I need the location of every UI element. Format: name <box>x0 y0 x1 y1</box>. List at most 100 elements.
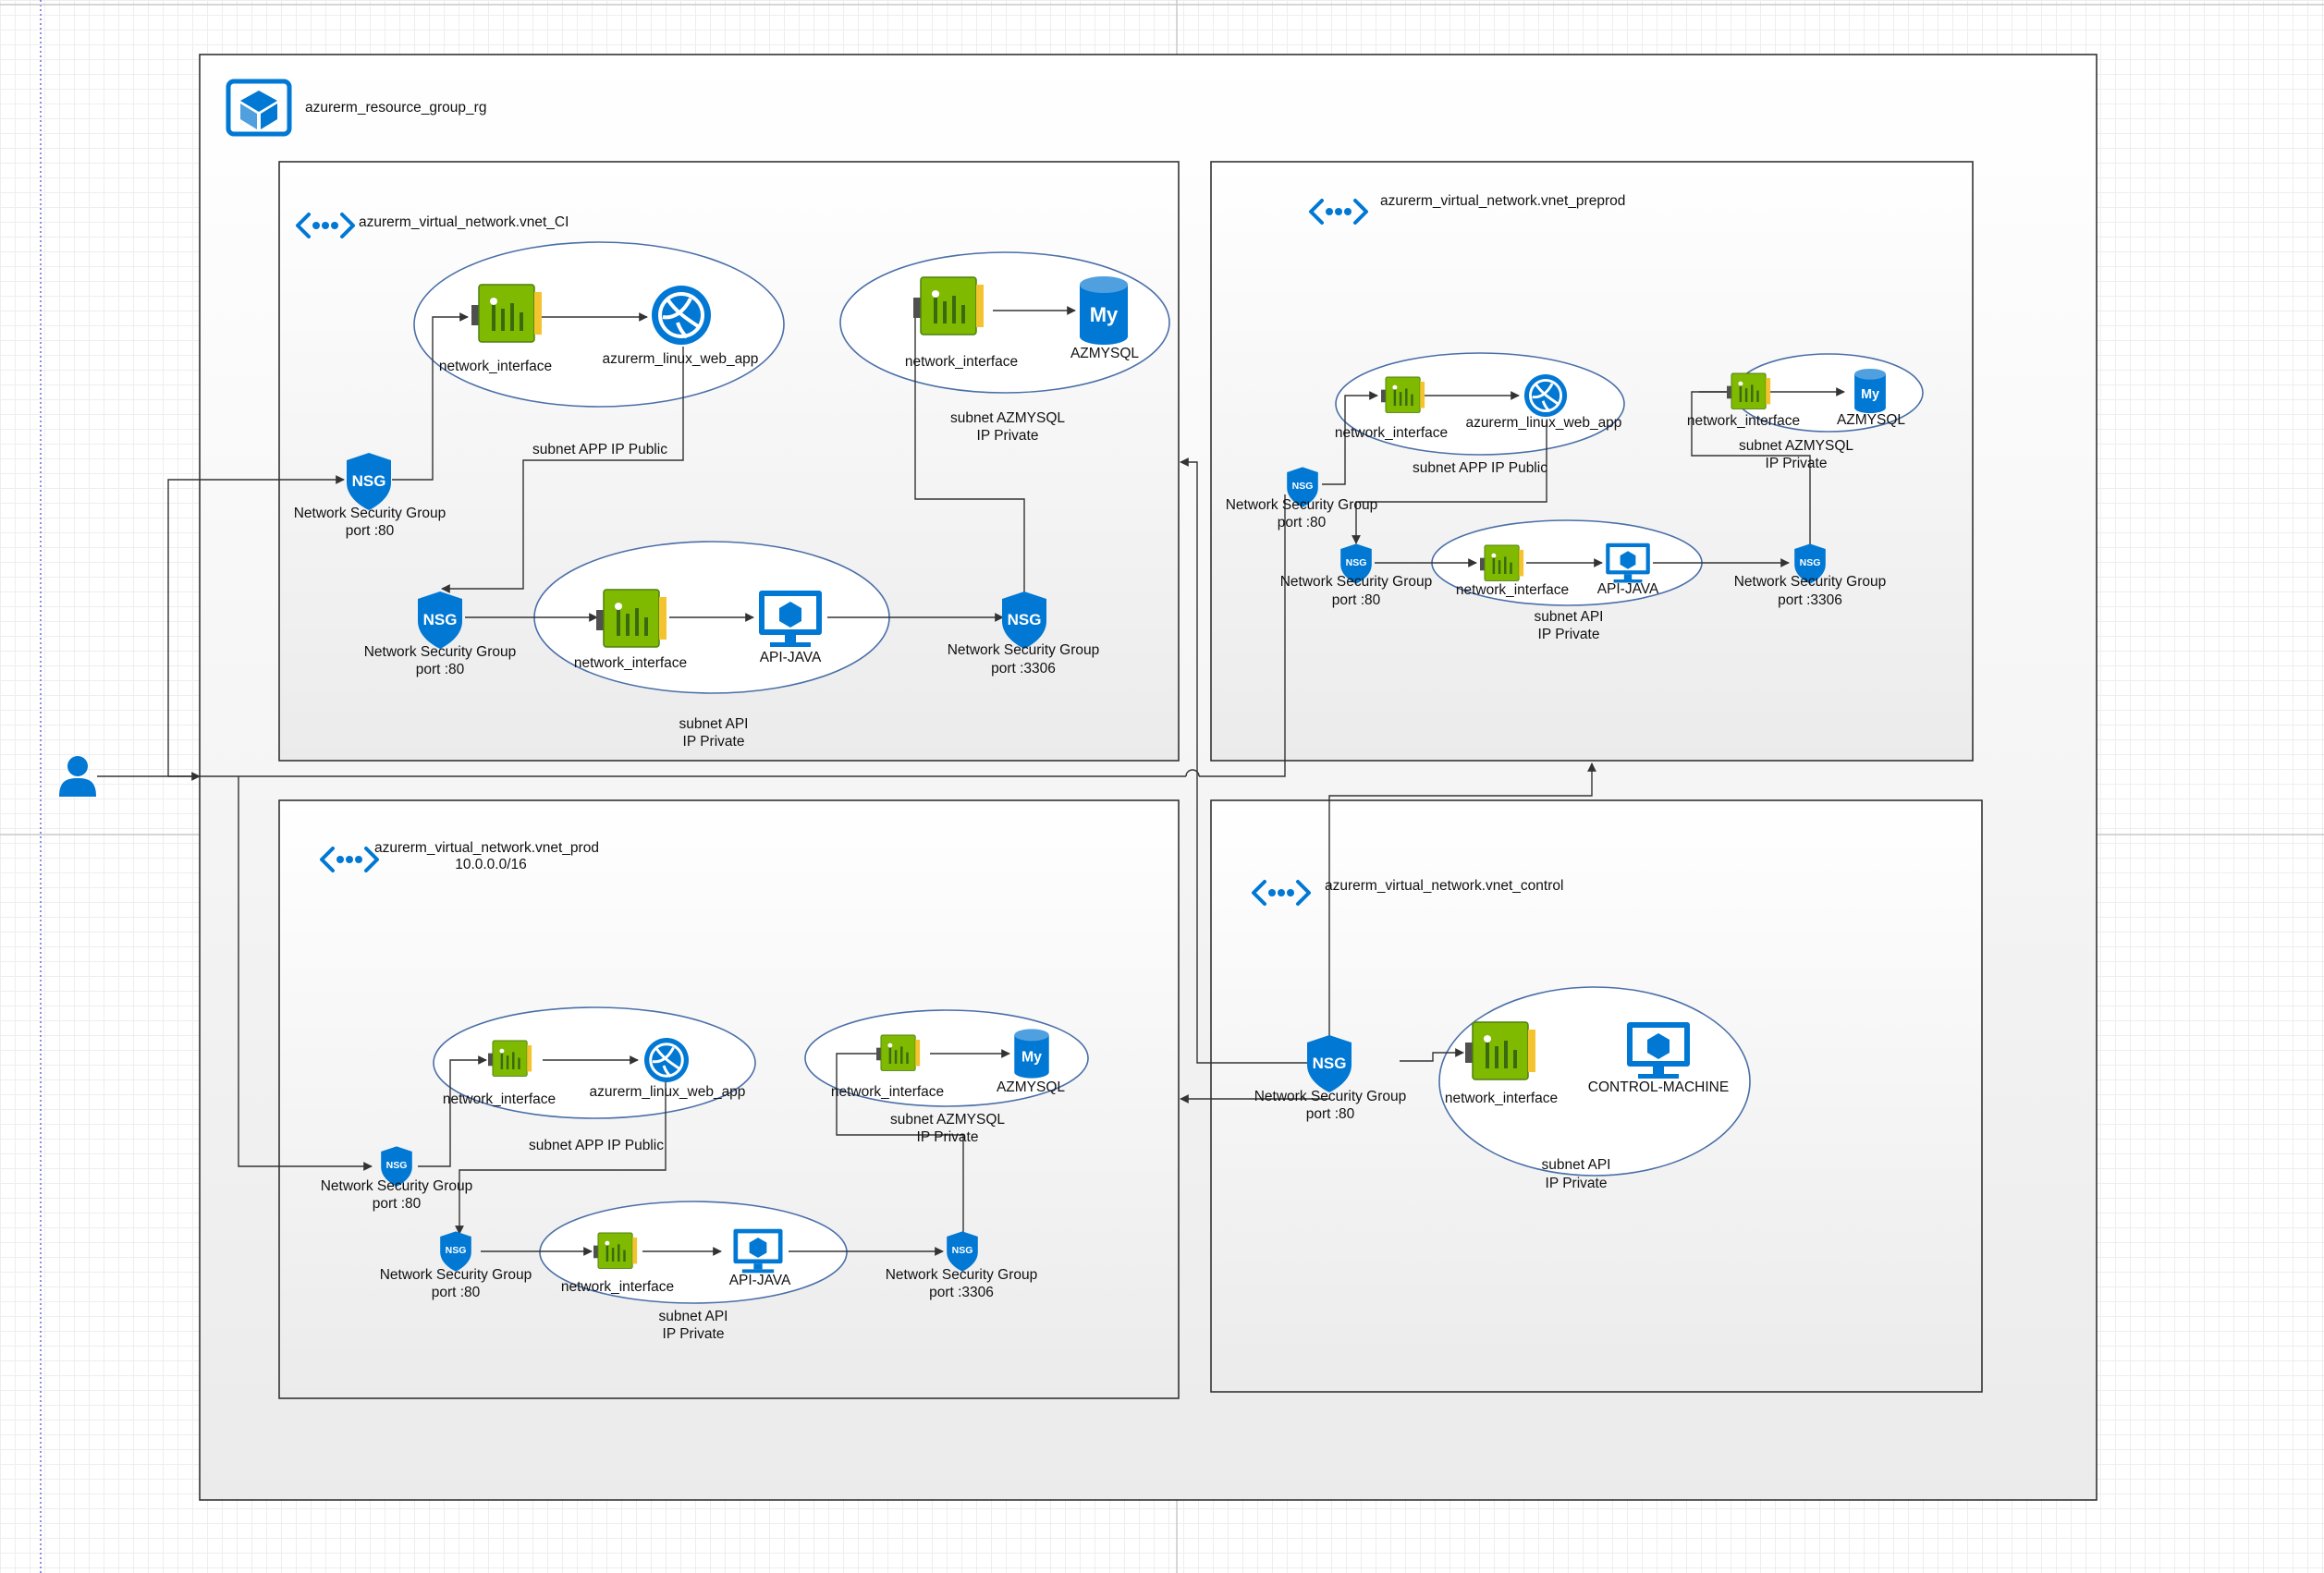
vnet-icon <box>1309 199 1368 225</box>
nsg-label: Network Security Group <box>364 644 517 660</box>
nsg-shield-icon[interactable]: NSG <box>947 1231 978 1272</box>
vnet-icon <box>1252 880 1311 906</box>
vnet-control-box[interactable] <box>1210 799 1983 1393</box>
subnet-ip-label: IP Private <box>917 1129 979 1145</box>
nic-label: network_interface <box>1335 425 1448 441</box>
nsg-badge: NSG <box>1313 1055 1347 1072</box>
nsg-shield-icon[interactable]: NSG <box>1287 467 1318 507</box>
nsg-shield-icon[interactable]: NSG <box>440 1231 471 1272</box>
virtual-machine-icon[interactable] <box>1627 1022 1690 1079</box>
nsg-shield-icon[interactable]: NSG <box>381 1146 412 1187</box>
mysql-badge: My <box>1861 387 1879 402</box>
mysql-label: AZMYSQL <box>997 1079 1065 1095</box>
web-app-label: azurerm_linux_web_app <box>590 1084 746 1100</box>
subnet-ip-label: IP Private <box>977 428 1039 444</box>
subnet-label: subnet APP IP Public <box>532 442 667 457</box>
nsg-badge: NSG <box>386 1160 408 1171</box>
subnet-label: subnet AZMYSQL <box>950 410 1065 426</box>
nsg-port-label: port :3306 <box>1778 592 1842 608</box>
nsg-shield-icon[interactable]: NSG <box>1307 1035 1352 1092</box>
nic-label: network_interface <box>443 1091 556 1107</box>
subnet-ip-label: IP Private <box>1766 456 1828 471</box>
vnet-ci-label: azurerm_virtual_network.vnet_CI <box>359 214 569 230</box>
nic-label: network_interface <box>905 354 1018 370</box>
mysql-database-icon[interactable]: My <box>1014 1029 1049 1079</box>
virtual-machine-icon[interactable] <box>759 591 822 647</box>
nic-label: network_interface <box>1687 413 1800 429</box>
nsg-label: Network Security Group <box>948 642 1100 658</box>
web-app-label: azurerm_linux_web_app <box>1466 415 1622 431</box>
network-interface-icon[interactable] <box>1727 372 1771 409</box>
nsg-badge: NSG <box>1346 557 1367 568</box>
nsg-label: Network Security Group <box>294 506 446 521</box>
web-app-icon[interactable] <box>652 286 711 345</box>
network-interface-icon[interactable] <box>488 1040 532 1077</box>
nsg-port-label: port :80 <box>1332 592 1381 608</box>
nsg-label: Network Security Group <box>1280 574 1433 590</box>
web-app-icon[interactable] <box>644 1038 689 1082</box>
subnet-label: subnet APP IP Public <box>529 1138 664 1153</box>
subnet-label: subnet AZMYSQL <box>1739 438 1853 454</box>
control-machine-label: CONTROL-MACHINE <box>1588 1079 1729 1095</box>
nsg-shield-icon[interactable]: NSG <box>1002 591 1046 649</box>
subnet-ip-label: IP Private <box>663 1326 725 1342</box>
nsg-port-label: port :3306 <box>991 661 1056 677</box>
network-interface-icon[interactable] <box>1381 376 1425 413</box>
nsg-badge: NSG <box>446 1245 467 1256</box>
mysql-badge: My <box>1090 303 1119 326</box>
network-interface-icon[interactable] <box>596 589 667 648</box>
web-app-icon[interactable] <box>1523 373 1568 418</box>
nsg-port-label: port :80 <box>1278 515 1327 530</box>
resource-group-icon <box>226 79 292 137</box>
resource-group-label: azurerm_resource_group_rg <box>305 100 486 116</box>
api-java-label: API-JAVA <box>729 1273 791 1288</box>
nsg-badge: NSG <box>352 472 386 490</box>
subnet-label: subnet API <box>1542 1157 1611 1173</box>
nsg-port-label: port :3306 <box>929 1285 994 1300</box>
nsg-shield-icon[interactable]: NSG <box>1794 543 1826 584</box>
subnet-app-prod-ellipse[interactable] <box>433 1006 756 1119</box>
network-interface-icon[interactable] <box>1480 544 1524 581</box>
nsg-label: Network Security Group <box>321 1178 473 1194</box>
api-java-label: API-JAVA <box>1597 581 1659 597</box>
network-interface-icon[interactable] <box>876 1034 921 1071</box>
subnet-ip-label: IP Private <box>683 734 745 750</box>
nsg-badge: NSG <box>1292 481 1314 492</box>
mysql-label: AZMYSQL <box>1837 412 1905 428</box>
network-interface-icon[interactable] <box>913 276 984 335</box>
subnet-label: subnet API <box>679 716 749 732</box>
network-interface-icon[interactable] <box>471 284 542 343</box>
subnet-api-prod-ellipse[interactable] <box>539 1201 848 1304</box>
nsg-shield-icon[interactable]: NSG <box>1340 543 1372 584</box>
subnet-app-ci-ellipse[interactable] <box>413 241 785 408</box>
nsg-port-label: port :80 <box>416 662 465 677</box>
mysql-label: AZMYSQL <box>1070 346 1139 361</box>
subnet-ip-label: IP Private <box>1538 627 1600 642</box>
mysql-badge: My <box>1021 1050 1042 1066</box>
nsg-label: Network Security Group <box>1226 497 1378 513</box>
subnet-label: subnet AZMYSQL <box>890 1112 1005 1128</box>
virtual-machine-icon[interactable] <box>733 1228 783 1274</box>
nsg-badge: NSG <box>1008 611 1042 628</box>
nic-label: network_interface <box>831 1084 944 1100</box>
nsg-port-label: port :80 <box>373 1196 422 1212</box>
subnet-label: subnet API <box>659 1309 728 1324</box>
mysql-database-icon[interactable]: My <box>1854 368 1886 414</box>
vnet-prod-label: azurerm_virtual_network.vnet_prod <box>374 840 599 856</box>
nsg-label: Network Security Group <box>886 1267 1038 1283</box>
vnet-preprod-box[interactable] <box>1210 161 1974 762</box>
user-icon[interactable] <box>59 756 96 797</box>
network-interface-icon[interactable] <box>593 1232 638 1269</box>
mysql-database-icon[interactable]: My <box>1080 276 1128 345</box>
virtual-machine-icon[interactable] <box>1606 543 1650 583</box>
web-app-label: azurerm_linux_web_app <box>603 351 759 367</box>
nsg-label: Network Security Group <box>380 1267 532 1283</box>
nsg-shield-icon[interactable]: NSG <box>418 591 462 649</box>
nsg-shield-icon[interactable]: NSG <box>347 453 391 510</box>
api-java-label: API-JAVA <box>760 650 822 665</box>
nic-label: network_interface <box>439 359 552 374</box>
vnet-preprod-label: azurerm_virtual_network.vnet_preprod <box>1380 193 1625 209</box>
network-interface-icon[interactable] <box>1465 1021 1535 1080</box>
nic-label: network_interface <box>1445 1091 1558 1106</box>
